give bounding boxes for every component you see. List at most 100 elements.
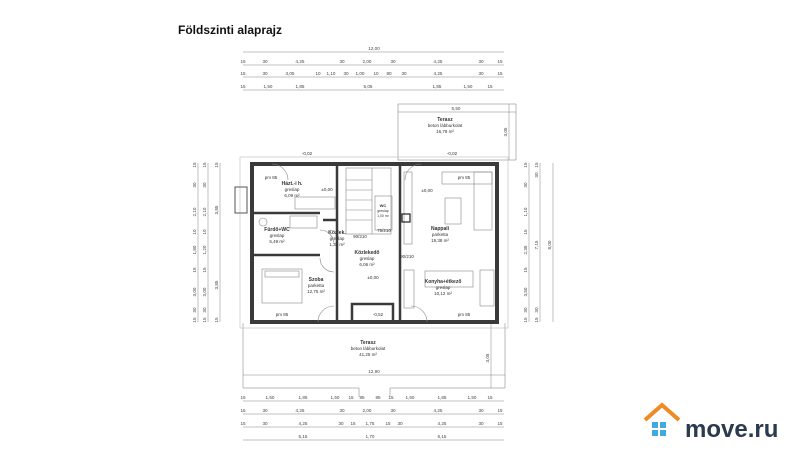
room-wc-floor: greslap [377,209,389,213]
dimension-label: 15 [192,162,197,168]
dimension-label: 15 [240,408,246,413]
room-living-name: Nappali [431,226,450,232]
dimension-lines [197,51,554,441]
stairs [345,167,393,235]
dimension-label: 15 [497,71,503,76]
dimension-label: 8,00 [547,240,552,249]
dimension-label: 15 [388,395,394,400]
terrace-bottom-width: 12,90 [368,369,380,374]
dimension-label: 3,00 [192,287,197,296]
walls [234,156,509,329]
dimension-label: 2,00 [363,408,372,413]
dimension-label: 4,25 [299,421,308,426]
dimension-label: 15 [534,317,539,323]
move-ru-logo: move.ru [643,402,778,443]
plan-title: Földszinti alaprajz [178,23,282,37]
room-utility-area: 6,09 m² [284,193,300,198]
window-sill-label: pm 85 [276,312,289,317]
room-living-floor: parketta [432,232,449,237]
dimension-labels: 15 30 4,25 30 2,00 30 4,25 30 15 15 30 3,05 10 1,10 30… [192,59,552,439]
dimension-label: 15 [202,267,207,273]
dimension-label: 10 [192,229,197,235]
terrace-bottom-floor: beton lábburkolat [351,346,386,351]
dimension-label: 15 [214,317,219,323]
room-corridor-small-name: Közlek. [328,230,346,236]
dimension-label: 15 [192,317,197,323]
dimension-label: 15 [240,71,246,76]
logo-text: move.ru [685,416,778,443]
dimension-label: 30 [262,71,268,76]
window-sill-label: pm 85 [458,175,471,180]
dimension-label: 15 [497,421,503,426]
dimension-label: 3,05 [286,71,295,76]
room-bedroom-area: 12,75 m² [307,289,325,294]
dimension-label: 4,25 [434,71,443,76]
dimension-label: 30 [478,408,484,413]
room-labels: Házt.-i h. greslap 6,09 m² Fürdő+WC gres… [264,151,470,317]
dimension-label: 15 [497,59,503,64]
dimension-label: 3,85 [214,205,219,214]
dimension-label: 30 [390,408,396,413]
dimension-label: 1,85 [438,395,447,400]
window-sill-label: pm 85 [458,312,471,317]
dimension-label: 85 [375,395,381,400]
dimension-label: 1,50 [331,395,340,400]
room-wc-area: 1,00 m² [377,214,390,218]
dimension-label: 30 [534,307,539,313]
dimension-label: 30 [478,421,484,426]
dimension-label: 10 [202,229,207,235]
dimension-label: 15 [350,421,356,426]
dimension-label: 30 [401,71,407,76]
room-corridor-area: 6,06 m² [359,262,375,267]
room-living-area: 19,38 m² [431,238,449,243]
dimension-label: 15 [523,267,528,273]
dimension-label: 3,50 [523,287,528,296]
level-utility: ±0,00 [321,187,333,192]
dim-top-total: 12,00 [368,46,380,51]
dimension-label: 85 [359,395,365,400]
room-bedroom-name: Szoba [309,277,324,283]
dimension-label: 3,00 [202,287,207,296]
dimension-label: 30 [478,71,484,76]
dimension-label: 15 [348,395,354,400]
dimension-label: 30 [202,307,207,313]
dimension-label: 1,50 [468,395,477,400]
terrace-bottom-area: 41,25 m² [359,352,377,357]
dimension-label: 15 [214,162,219,168]
dimension-label: 1,85 [296,84,305,89]
dimension-label: 30 [192,307,197,313]
dimension-label: 4,25 [434,408,443,413]
dimension-label: 1,75 [366,421,375,426]
dimension-label: 15 [202,162,207,168]
room-bedroom-floor: parketta [308,283,325,288]
room-kitchen-area: 10,12 m² [434,291,452,296]
dimension-label: 30 [192,182,197,188]
dimension-label: 1,50 [266,395,275,400]
door-label: 90/210 [400,254,414,259]
level-outside-right: -0,02 [447,151,458,156]
dimension-label: 4,25 [434,59,443,64]
room-bathroom-area: 5,49 m² [269,239,285,244]
dimension-label: 4,25 [296,408,305,413]
dimension-label: 4,25 [296,59,305,64]
terrace-top-width: 5,50 [452,106,461,111]
level-living: ±0,00 [421,188,433,193]
dimension-label: 15 [497,408,503,413]
dimension-label: 2,10 [202,207,207,216]
dimension-label: 4,25 [438,421,447,426]
terrace-top-depth: 3,05 [503,127,508,136]
dimension-label: 2,00 [363,59,372,64]
dimension-label: 1,10 [327,71,336,76]
dimension-label: 1,50 [406,395,415,400]
terrace-bottom: 12,90 3,05 Terasz beton lábburkolat 41,2… [242,323,506,397]
dimension-label: 10 [315,71,321,76]
dimension-label: 15 [202,317,207,323]
terrace-top-name: Terasz [437,117,453,123]
terrace-bottom-depth: 3,05 [485,353,490,362]
dimension-label: 5,15 [438,434,447,439]
terrace-bottom-name: Terasz [360,340,376,346]
dimension-label: 30 [523,182,528,188]
dimension-label: 1,50 [464,84,473,89]
dimension-label: 30 [478,59,484,64]
dimension-label: 30 [534,172,539,178]
